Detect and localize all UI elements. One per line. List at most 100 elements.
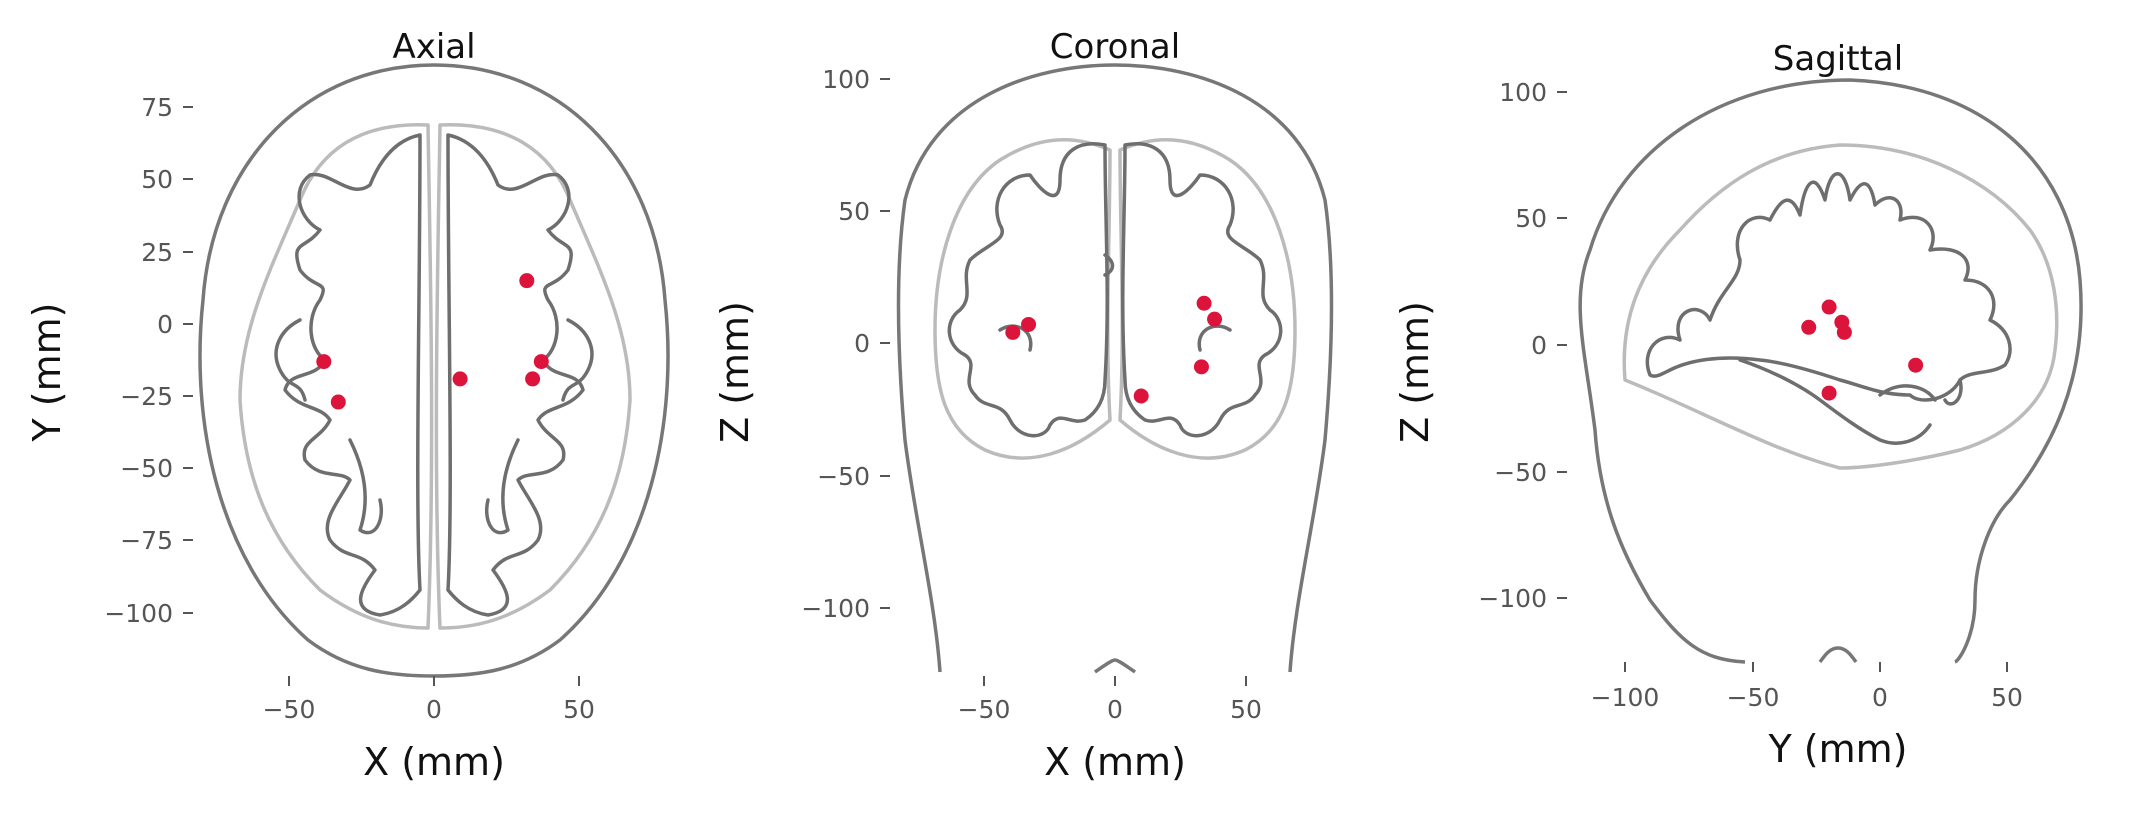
coronal-ytick: 50 xyxy=(838,197,890,226)
coronal-point xyxy=(1196,295,1212,311)
axial-point xyxy=(533,354,549,370)
svg-text:0: 0 xyxy=(1107,695,1123,724)
axial-points xyxy=(316,273,549,410)
svg-text:0: 0 xyxy=(157,310,173,339)
coronal-title: Coronal xyxy=(1050,27,1180,67)
coronal-point xyxy=(1207,311,1223,327)
sagittal-title: Sagittal xyxy=(1773,39,1903,79)
svg-text:−75: −75 xyxy=(120,526,173,555)
sagittal-ytick: −50 xyxy=(1494,458,1567,487)
axial-xlabel: X (mm) xyxy=(363,740,505,784)
svg-text:100: 100 xyxy=(1499,78,1547,107)
sagittal-point xyxy=(1801,319,1817,335)
coronal-ytick: 0 xyxy=(854,329,890,358)
axial-ytick: −75 xyxy=(120,526,193,555)
svg-text:−50: −50 xyxy=(817,462,870,491)
axial-title: Axial xyxy=(392,27,475,67)
coronal-x-ticks: −50 0 50 xyxy=(958,676,1262,724)
svg-text:100: 100 xyxy=(822,65,870,94)
sagittal-ytick: 100 xyxy=(1499,78,1567,107)
coronal-y-ticks: 100 50 0 −50 −100 xyxy=(801,65,890,623)
svg-text:50: 50 xyxy=(1230,695,1262,724)
sagittal-ytick: 50 xyxy=(1515,204,1567,233)
axial-ytick: 25 xyxy=(141,238,193,267)
axial-ytick: −100 xyxy=(104,599,193,628)
svg-text:0: 0 xyxy=(1531,331,1547,360)
axial-ytick: 75 xyxy=(141,93,193,122)
svg-text:50: 50 xyxy=(141,165,173,194)
coronal-point xyxy=(1021,316,1037,332)
sagittal-y-ticks: 100 50 0 −50 −100 xyxy=(1478,78,1567,613)
axial-ytick: 50 xyxy=(141,165,193,194)
axial-xtick: 50 xyxy=(563,676,595,724)
coronal-xlabel: X (mm) xyxy=(1044,740,1186,784)
axial-xtick: 0 xyxy=(426,676,442,724)
svg-text:−25: −25 xyxy=(120,382,173,411)
sagittal-xtick: 50 xyxy=(1991,662,2023,712)
sagittal-point xyxy=(1836,324,1852,340)
svg-text:−50: −50 xyxy=(120,454,173,483)
sagittal-head-outline xyxy=(1578,78,2083,664)
axial-point xyxy=(519,273,535,289)
svg-text:50: 50 xyxy=(838,197,870,226)
svg-text:50: 50 xyxy=(1515,204,1547,233)
coronal-point xyxy=(1005,324,1021,340)
sagittal-panel: Sagittal Y (mm) Z (mm) −100 −50 0 50 100… xyxy=(1393,39,2083,771)
sagittal-point xyxy=(1821,299,1837,315)
sagittal-ylabel: Z (mm) xyxy=(1393,301,1437,443)
svg-text:75: 75 xyxy=(141,93,173,122)
svg-text:0: 0 xyxy=(426,695,442,724)
svg-text:0: 0 xyxy=(854,329,870,358)
coronal-ylabel: Z (mm) xyxy=(713,301,757,443)
sagittal-xlabel: Y (mm) xyxy=(1768,727,1908,771)
svg-text:25: 25 xyxy=(141,238,173,267)
sagittal-points xyxy=(1801,299,1924,401)
axial-ytick: −25 xyxy=(120,382,193,411)
sagittal-xtick: −100 xyxy=(1591,662,1660,712)
coronal-xtick: −50 xyxy=(958,676,1011,724)
svg-text:−50: −50 xyxy=(1494,458,1547,487)
coronal-points xyxy=(1005,295,1223,404)
sagittal-brain-outline xyxy=(1622,143,2059,470)
sagittal-point xyxy=(1908,357,1924,373)
coronal-panel: Coronal X (mm) Z (mm) −50 0 50 100 50 0 xyxy=(713,27,1334,784)
svg-text:−50: −50 xyxy=(263,695,316,724)
sagittal-xtick: −50 xyxy=(1727,662,1780,712)
axial-y-ticks: 75 50 25 0 −25 −50 −75 −100 xyxy=(104,93,193,628)
axial-point xyxy=(316,354,332,370)
coronal-ytick: 100 xyxy=(822,65,890,94)
axial-ytick: 0 xyxy=(157,310,193,339)
axial-xtick: −50 xyxy=(263,676,316,724)
coronal-xtick: 50 xyxy=(1230,676,1262,724)
svg-text:50: 50 xyxy=(563,695,595,724)
svg-text:0: 0 xyxy=(1872,683,1888,712)
sagittal-gyri xyxy=(1645,172,2012,445)
svg-text:−50: −50 xyxy=(1727,683,1780,712)
coronal-gyri xyxy=(947,142,1283,438)
axial-point xyxy=(525,371,541,387)
axial-ytick: −50 xyxy=(120,454,193,483)
svg-text:50: 50 xyxy=(1991,683,2023,712)
coronal-head-outline xyxy=(896,63,1334,674)
sagittal-x-ticks: −100 −50 0 50 xyxy=(1591,662,2023,712)
coronal-point xyxy=(1133,388,1149,404)
coronal-brain-outline xyxy=(933,138,1297,460)
svg-text:−50: −50 xyxy=(958,695,1011,724)
axial-point xyxy=(330,394,346,410)
sagittal-point xyxy=(1821,385,1837,401)
axial-ylabel: Y (mm) xyxy=(25,303,69,443)
axial-head-outline xyxy=(198,63,670,678)
svg-text:−100: −100 xyxy=(1591,683,1660,712)
svg-text:−100: −100 xyxy=(1478,584,1547,613)
sagittal-xtick: 0 xyxy=(1872,662,1888,712)
axial-point xyxy=(452,371,468,387)
coronal-point xyxy=(1193,359,1209,375)
axial-panel: Axial X (mm) Y (mm) −50 0 50 75 50 25 0 xyxy=(25,27,670,784)
axial-x-ticks: −50 0 50 xyxy=(263,676,595,724)
axial-gyri xyxy=(274,133,594,617)
svg-text:−100: −100 xyxy=(801,594,870,623)
sagittal-ytick: 0 xyxy=(1531,331,1567,360)
coronal-xtick: 0 xyxy=(1107,676,1123,724)
sagittal-ytick: −100 xyxy=(1478,584,1567,613)
